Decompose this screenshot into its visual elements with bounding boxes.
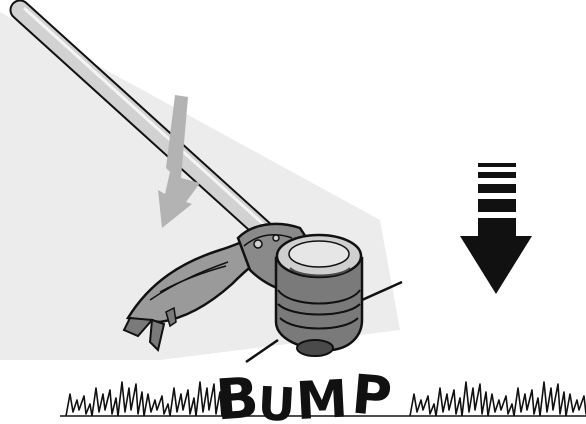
bump-letter-u: U bbox=[257, 376, 297, 424]
grass-tuft bbox=[514, 388, 540, 416]
grass-tuft bbox=[410, 394, 436, 416]
grass-tuft bbox=[540, 382, 566, 416]
bump-letter-b: B bbox=[214, 366, 261, 424]
grass-tuft bbox=[92, 388, 118, 416]
bump-letter-m: M bbox=[295, 369, 350, 424]
grass-tuft bbox=[488, 394, 514, 416]
grass-tuft bbox=[462, 382, 488, 416]
bump-letter-p: P bbox=[349, 363, 394, 424]
bump-caption: B U M P bbox=[214, 363, 395, 424]
down-arrow-with-speed-lines-icon bbox=[460, 163, 532, 294]
grass-tuft bbox=[118, 382, 144, 416]
trimmer-head bbox=[276, 235, 362, 356]
grass-tuft bbox=[566, 394, 586, 416]
grass-tuft bbox=[170, 388, 196, 416]
grass-tuft bbox=[144, 394, 170, 416]
grass-tuft bbox=[436, 388, 462, 416]
grass-tuft bbox=[66, 394, 92, 416]
